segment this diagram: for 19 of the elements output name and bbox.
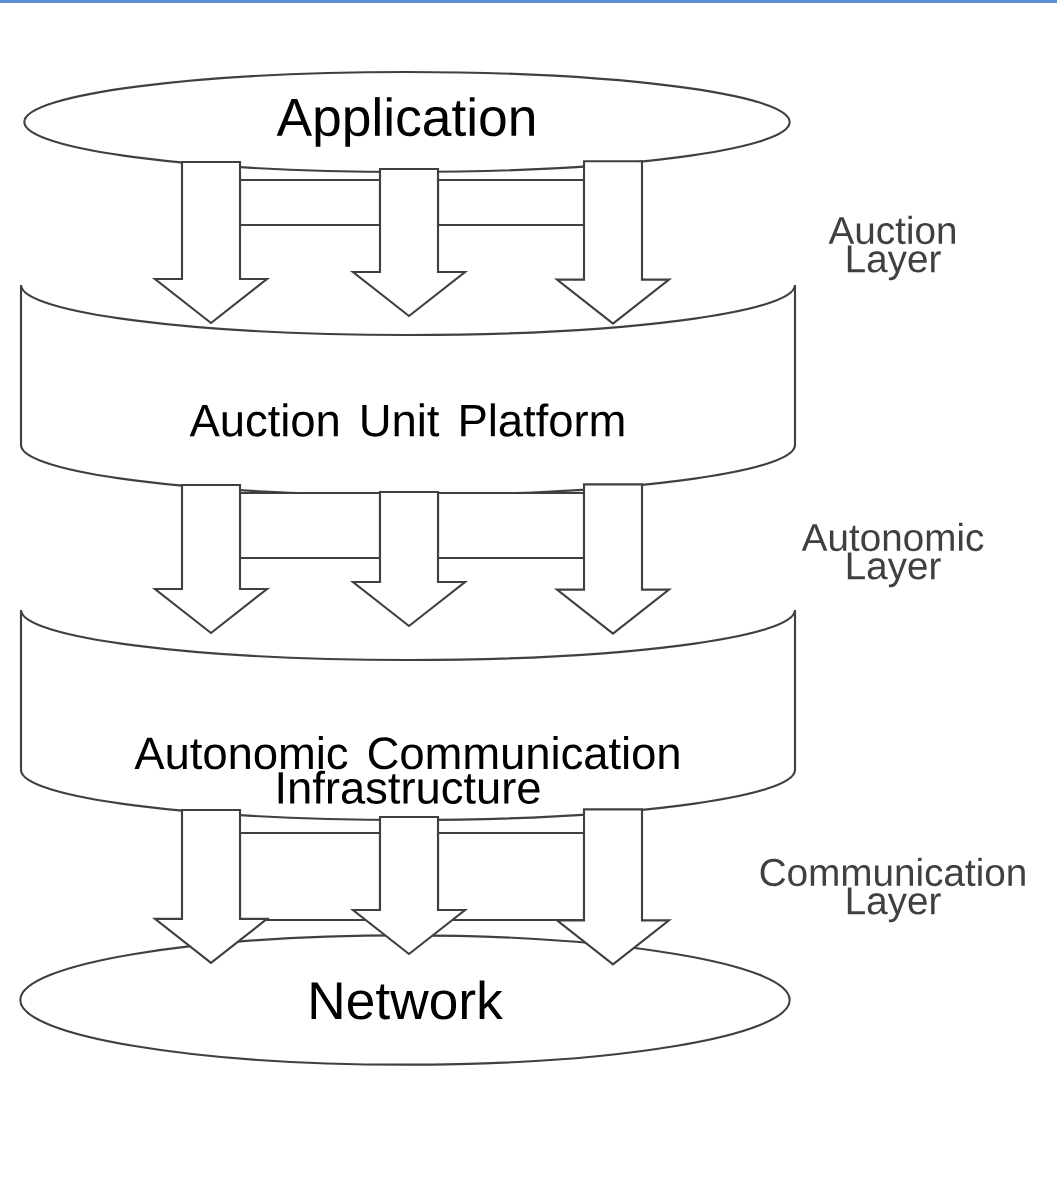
crossbar	[238, 831, 382, 922]
block-arrow	[151, 160, 271, 325]
block-arrow	[151, 483, 271, 635]
crossbar	[238, 491, 382, 560]
block-arrow	[349, 167, 469, 318]
block-arrow	[553, 808, 673, 966]
block-arrow	[349, 490, 469, 628]
crossbar	[436, 831, 586, 922]
crossbar	[436, 178, 586, 227]
cylinder: Autonomic Communication Infrastructure	[19, 608, 797, 822]
block-arrow	[553, 483, 673, 635]
block-arrow	[349, 815, 469, 956]
crossbar	[238, 178, 382, 227]
block-arrow	[553, 160, 673, 325]
crossbar	[436, 491, 586, 560]
layer-label: Auction Layer	[828, 215, 955, 281]
block-arrow	[151, 808, 271, 965]
layer-label: Communication Layer	[760, 857, 1025, 923]
layer-label: Autonomic Layer	[801, 522, 984, 588]
